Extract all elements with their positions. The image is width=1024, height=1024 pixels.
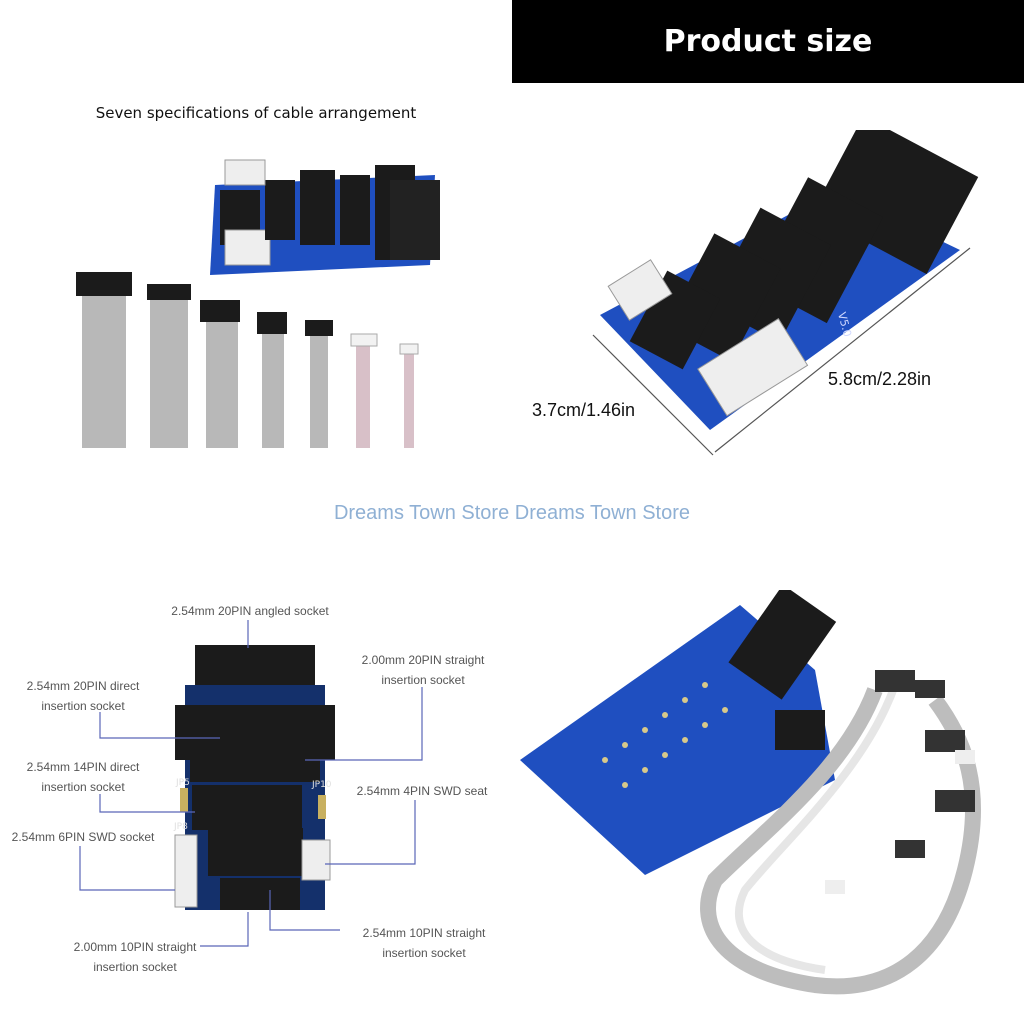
- label-text: 2.54mm 6PIN SWD socket: [11, 830, 155, 844]
- jumper-label-jp5: JP5: [176, 778, 190, 788]
- label-14pin-direct: 2.54mm 14PIN direct insertion socket: [8, 757, 158, 797]
- label-10pin-254-straight: 2.54mm 10PIN straight insertion socket: [345, 923, 503, 963]
- ribbon-cables-photo: [76, 272, 419, 448]
- product-size-banner: Product size: [512, 0, 1024, 83]
- label-6pin-swd-socket: 2.54mm 6PIN SWD socket: [0, 827, 166, 847]
- labeled-adapter-board-photo: [174, 645, 335, 910]
- label-text: 2.54mm 4PIN SWD seat: [356, 784, 488, 798]
- label-10pin-2mm-straight: 2.00mm 10PIN straight insertion socket: [55, 937, 215, 977]
- width-dimension: 3.7cm/1.46in: [532, 400, 636, 420]
- store-watermark: Dreams Town Store Dreams Town Store: [333, 502, 691, 524]
- label-text: insertion socket: [93, 960, 177, 974]
- adapter-board-small-photo: [210, 159, 440, 275]
- label-text: 2.54mm 10PIN straight: [362, 926, 486, 940]
- label-text: 2.54mm 20PIN direct: [26, 679, 140, 693]
- label-leader-lines: [79, 620, 423, 947]
- label-text: insertion socket: [41, 699, 125, 713]
- label-20pin-angled-socket: 2.54mm 20PIN angled socket: [140, 601, 360, 621]
- label-text: insertion socket: [41, 780, 125, 794]
- label-text: 2.54mm 14PIN direct: [26, 760, 140, 774]
- board-with-cables-photo: [520, 590, 982, 995]
- adapter-board-size-photo: [592, 130, 979, 456]
- label-4pin-swd-seat: 2.54mm 4PIN SWD seat: [342, 781, 502, 801]
- label-text: insertion socket: [381, 673, 465, 687]
- label-text: 2.54mm 20PIN angled socket: [171, 604, 329, 618]
- label-20pin-2mm-straight: 2.00mm 20PIN straight insertion socket: [338, 650, 508, 690]
- jumper-label-jp8: JP8: [174, 822, 188, 832]
- jumper-label-jp10: JP10: [312, 780, 332, 790]
- label-text: 2.00mm 10PIN straight: [73, 940, 197, 954]
- cables-title: Seven specifications of cable arrangemen…: [95, 104, 417, 122]
- label-text: 2.00mm 20PIN straight: [361, 653, 485, 667]
- label-20pin-direct: 2.54mm 20PIN direct insertion socket: [8, 676, 158, 716]
- label-text: insertion socket: [382, 946, 466, 960]
- length-dimension: 5.8cm/2.28in: [828, 369, 932, 389]
